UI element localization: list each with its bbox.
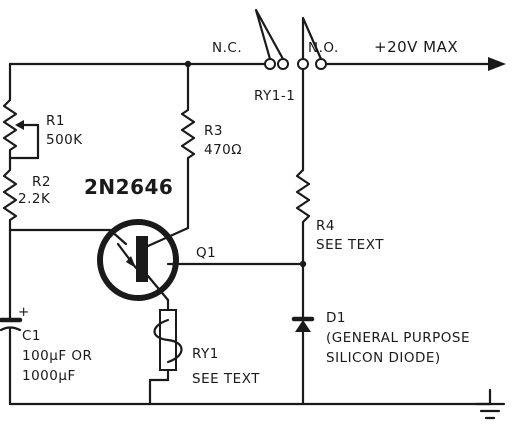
resistor-r3 — [180, 62, 196, 230]
capacitor-c1 — [0, 228, 23, 406]
ground-icon — [474, 402, 506, 420]
supply-label: +20V MAX — [374, 38, 458, 56]
c1-value-line2: 1000μF — [22, 368, 76, 384]
resistor-r2 — [2, 163, 18, 232]
r3-ref-label: R3 — [204, 123, 223, 139]
relay-contact-switch — [254, 8, 327, 70]
nc-label: N.C. — [212, 40, 242, 56]
r3-value-label: 470Ω — [204, 142, 242, 158]
no-label: N.O. — [308, 40, 339, 56]
q1-ref-label: Q1 — [196, 245, 216, 261]
ground-rail — [8, 388, 492, 406]
relay-coil-ry1 — [148, 298, 183, 406]
resistor-r1 — [2, 93, 40, 167]
c1-ref-label: C1 — [22, 328, 41, 344]
r1-value-label: 500K — [46, 132, 83, 148]
q1-output-wire — [166, 260, 307, 268]
r4-ref-label: R4 — [316, 218, 335, 234]
r4-value-label: SEE TEXT — [316, 237, 384, 253]
transistor-q1 — [97, 219, 190, 302]
supply-line — [324, 57, 506, 71]
cap-polarity-label: + — [18, 304, 30, 320]
ry1-ref-label: RY1 — [192, 346, 219, 362]
r2-ref-label: R2 — [32, 174, 51, 190]
relay-contact-label: RY1-1 — [254, 88, 295, 104]
d1-desc-line1: (GENERAL PURPOSE — [326, 330, 470, 346]
ry1-value-label: SEE TEXT — [192, 371, 260, 387]
d1-desc-line2: SILICON DIODE) — [326, 350, 441, 366]
resistor-r4 — [295, 168, 311, 266]
d1-ref-label: D1 — [326, 310, 346, 326]
c1-value-line1: 100μF OR — [22, 348, 92, 364]
r1-ref-label: R1 — [46, 113, 65, 129]
diode-d1 — [291, 262, 315, 406]
transistor-part-label: 2N2646 — [84, 175, 173, 199]
r2-value-label: 2.2K — [18, 191, 51, 207]
